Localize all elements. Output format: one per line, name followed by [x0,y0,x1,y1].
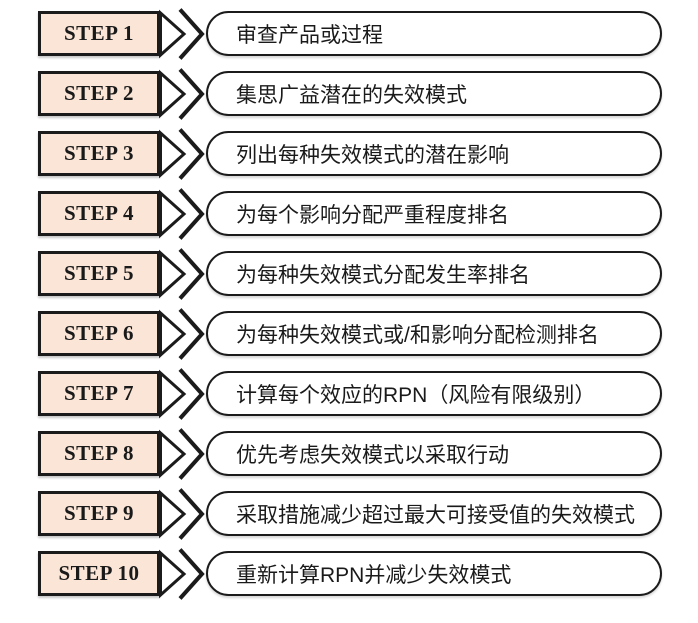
step-label: STEP 9 [63,501,135,525]
step-label-box: STEP 5 [38,251,160,296]
step-description: 重新计算RPN并减少失效模式 [236,563,512,587]
arrow-right-icon [159,187,205,240]
step-label-box: STEP 3 [38,131,160,176]
step-row: STEP 4 为每个影响分配严重程度排名 [38,187,662,240]
step-description: 为每种失效模式或/和影响分配检测排名 [236,323,599,347]
step-description-pill: 为每种失效模式或/和影响分配检测排名 [206,311,662,356]
step-label-box: STEP 6 [38,311,160,356]
step-row: STEP 10 重新计算RPN并减少失效模式 [38,547,662,600]
arrow-right-icon [159,307,205,360]
step-row: STEP 5 为每种失效模式分配发生率排名 [38,247,662,300]
step-label: STEP 8 [63,441,135,465]
step-label-box: STEP 2 [38,71,160,116]
step-label-box: STEP 4 [38,191,160,236]
step-label-box: STEP 8 [38,431,160,476]
step-label: STEP 3 [63,141,135,165]
step-label-box: STEP 1 [38,11,160,56]
step-row: STEP 6 为每种失效模式或/和影响分配检测排名 [38,307,662,360]
step-description: 集思广益潜在的失效模式 [236,83,467,107]
arrow-right-icon [159,487,205,540]
arrow-right-icon [159,547,205,600]
step-label: STEP 4 [63,201,135,225]
step-description: 优先考虑失效模式以采取行动 [236,443,509,467]
step-description: 为每个影响分配严重程度排名 [236,203,509,227]
step-label: STEP 2 [63,81,135,105]
step-label: STEP 6 [63,321,135,345]
step-description: 审查产品或过程 [236,23,383,47]
arrow-right-icon [159,67,205,120]
step-description-pill: 重新计算RPN并减少失效模式 [206,551,662,596]
arrow-right-icon [159,427,205,480]
step-description-pill: 审查产品或过程 [206,11,662,56]
step-description-pill: 为每个影响分配严重程度排名 [206,191,662,236]
step-description-pill: 列出每种失效模式的潜在影响 [206,131,662,176]
step-description: 计算每个效应的RPN（风险有限级别） [236,383,596,407]
step-label-box: STEP 10 [38,551,160,596]
step-label: STEP 10 [58,561,140,585]
step-row: STEP 7 计算每个效应的RPN（风险有限级别） [38,367,662,420]
step-description: 列出每种失效模式的潜在影响 [236,143,509,167]
arrow-right-icon [159,247,205,300]
step-label: STEP 1 [63,21,135,45]
step-description: 采取措施减少超过最大可接受值的失效模式 [236,503,635,527]
step-description-pill: 为每种失效模式分配发生率排名 [206,251,662,296]
arrow-right-icon [159,367,205,420]
step-label: STEP 7 [63,381,135,405]
step-row: STEP 9 采取措施减少超过最大可接受值的失效模式 [38,487,662,540]
step-description-pill: 优先考虑失效模式以采取行动 [206,431,662,476]
step-description-pill: 集思广益潜在的失效模式 [206,71,662,116]
step-label-box: STEP 9 [38,491,160,536]
step-label: STEP 5 [63,261,135,285]
step-label-box: STEP 7 [38,371,160,416]
steps-column: STEP 1 审查产品或过程 STEP 2 集思广益潜在的失效模式 [38,7,662,600]
arrow-right-icon [159,127,205,180]
arrow-right-icon [159,7,205,60]
step-description-pill: 采取措施减少超过最大可接受值的失效模式 [206,491,662,536]
step-row: STEP 1 审查产品或过程 [38,7,662,60]
step-row: STEP 2 集思广益潜在的失效模式 [38,67,662,120]
step-row: STEP 3 列出每种失效模式的潜在影响 [38,127,662,180]
step-description: 为每种失效模式分配发生率排名 [236,263,530,287]
step-row: STEP 8 优先考虑失效模式以采取行动 [38,427,662,480]
step-description-pill: 计算每个效应的RPN（风险有限级别） [206,371,662,416]
